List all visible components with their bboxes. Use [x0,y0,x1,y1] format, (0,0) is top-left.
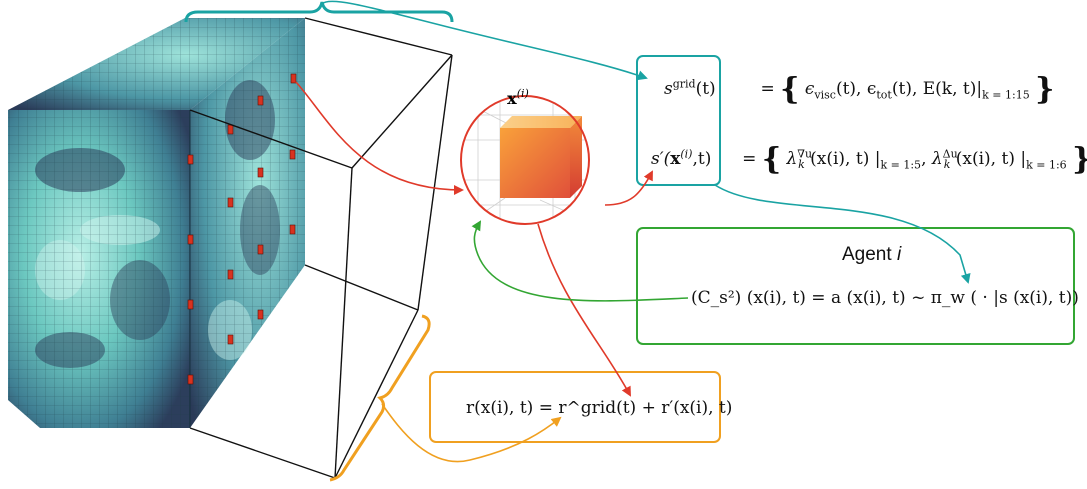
orange-brace [329,314,431,482]
cell-label: x(i) [507,87,529,108]
grid-state-equation: sgrid(t) = { ϵvisc(t), ϵtot(t), E(k, t)|… [664,72,1055,107]
agent-box-green [636,227,1075,345]
arrow-circle-to-state [604,170,653,206]
reward-equation: r(x(i), t) = r^grid(t) + r′(x(i), t) [466,398,733,418]
zoom-circle: x(i) [460,87,590,225]
arrows [295,0,971,463]
action-equation: (C_s²) (x(i), t) = a (x(i), t) ~ π_w ( ·… [691,288,1079,308]
arrow-brace-to-reward [381,403,562,463]
cell-cube-top [500,116,582,128]
arrow-state-to-agent [714,184,971,284]
cube-wireframe [189,17,453,479]
local-state-equation: s′(x(i),t) = { λ∇uk (x(i), t) |k = 1:5, … [651,142,1087,177]
teal-brace [184,1,454,23]
arrow-circle-to-reward [537,223,631,397]
agent-title: Agent i [842,244,902,265]
cell-cube-side [570,116,582,198]
arrow-cell-to-circle [295,81,464,195]
cell-cube-front [500,128,570,198]
field-cube [8,1,454,482]
agent-cells [187,73,297,385]
reward-box-orange [429,371,721,443]
arrow-action-to-cell [471,220,689,302]
arrow-brace-to-grid-state [321,0,648,81]
state-box-teal [636,55,721,186]
